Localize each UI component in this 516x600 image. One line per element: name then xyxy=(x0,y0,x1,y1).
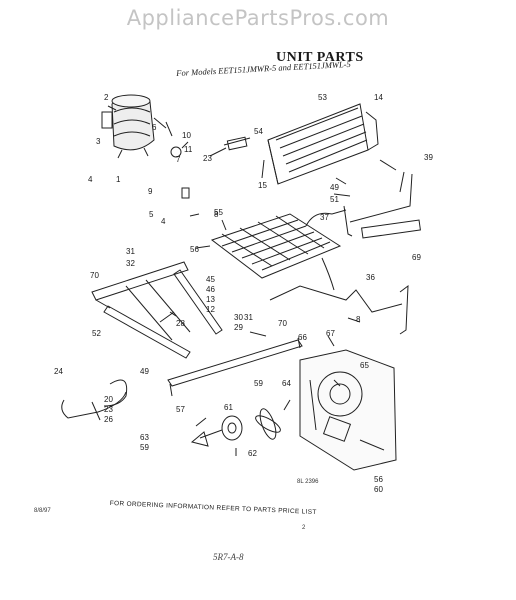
callout: 12 xyxy=(206,305,215,314)
callout: 23 xyxy=(104,405,113,414)
callout: 3 xyxy=(96,137,101,146)
callout: 62 xyxy=(248,449,257,458)
callout: 45 xyxy=(206,275,215,284)
callout: 51 xyxy=(330,195,339,204)
callout: 15 xyxy=(258,181,267,190)
dryer-shape xyxy=(223,136,251,151)
callout: 70 xyxy=(278,319,287,328)
callout: 67 xyxy=(326,329,335,338)
callout: 23 xyxy=(203,154,212,163)
callout: 29 xyxy=(234,323,243,332)
callout-labels: 2 3 4 1 6 10 11 7 9 5 4 8 23 54 53 14 15… xyxy=(54,93,433,494)
callout: 2 xyxy=(104,93,109,102)
callout: 49 xyxy=(140,367,149,376)
callout: 46 xyxy=(206,285,215,294)
condenser-shape xyxy=(267,103,379,185)
callout: 53 xyxy=(318,93,327,102)
callout: 31 xyxy=(244,313,253,322)
callout: 7 xyxy=(176,155,181,164)
callout: 4 xyxy=(161,217,166,226)
drawing-number: 8L 2396 xyxy=(297,479,319,485)
callout: 39 xyxy=(424,153,433,162)
callout: 66 xyxy=(298,333,307,342)
callout: 36 xyxy=(366,273,375,282)
frame-shape xyxy=(91,261,223,359)
relay-shape xyxy=(170,146,182,158)
callout: 11 xyxy=(184,145,193,154)
callout: 59 xyxy=(140,443,149,452)
callout: 61 xyxy=(224,403,233,412)
callout: 69 xyxy=(412,253,421,262)
harness-shape xyxy=(61,379,128,421)
callout: 55 xyxy=(214,208,223,217)
callout: 20 xyxy=(104,395,113,404)
callout: 30 xyxy=(234,313,243,322)
callout: 8 xyxy=(356,315,361,324)
callout: 49 xyxy=(330,183,339,192)
left-code: 8/8/97 xyxy=(34,508,51,514)
callout: 52 xyxy=(92,329,101,338)
callout: 56 xyxy=(190,245,199,254)
callout: 54 xyxy=(254,127,263,136)
page-number: 2 xyxy=(302,525,306,531)
callout: 31 xyxy=(126,247,135,256)
fan-motor-shape xyxy=(190,415,243,447)
fan-blade-shape xyxy=(255,408,281,440)
callout: 65 xyxy=(360,361,369,370)
callout: 57 xyxy=(176,405,185,414)
callout: 28 xyxy=(176,319,185,328)
cap-tube-shape xyxy=(269,285,403,313)
callout: 1 xyxy=(116,175,121,184)
drain-trough-shape xyxy=(361,219,421,239)
callout: 13 xyxy=(206,295,215,304)
diagram-title: UNIT PARTS xyxy=(276,50,364,65)
callout: 9 xyxy=(148,187,153,196)
capacitor-shape xyxy=(181,187,190,199)
callout: 60 xyxy=(374,485,383,494)
callout: 59 xyxy=(254,379,263,388)
callout: 56 xyxy=(374,475,383,484)
callout: 10 xyxy=(182,131,191,140)
site-watermark: AppliancePartsPros.com xyxy=(126,6,390,30)
callout: 4 xyxy=(88,175,93,184)
callout: 6 xyxy=(152,123,157,132)
callout: 32 xyxy=(126,259,135,268)
callout: 64 xyxy=(282,379,291,388)
rail-shape xyxy=(167,339,303,387)
evaporator-shape xyxy=(210,213,342,279)
callout: 8 xyxy=(214,210,219,219)
callout: 5 xyxy=(149,210,154,219)
compressor-shape xyxy=(101,94,167,159)
callout: 24 xyxy=(54,367,63,376)
callout: 70 xyxy=(90,271,99,280)
cover-plate-shape xyxy=(299,349,397,471)
suction-line-shape xyxy=(305,209,347,227)
callout: 37 xyxy=(320,213,329,222)
callout: 26 xyxy=(104,415,113,424)
callout: 14 xyxy=(374,93,383,102)
signature: 5R7-A-8 xyxy=(213,552,244,562)
callout: 63 xyxy=(140,433,149,442)
